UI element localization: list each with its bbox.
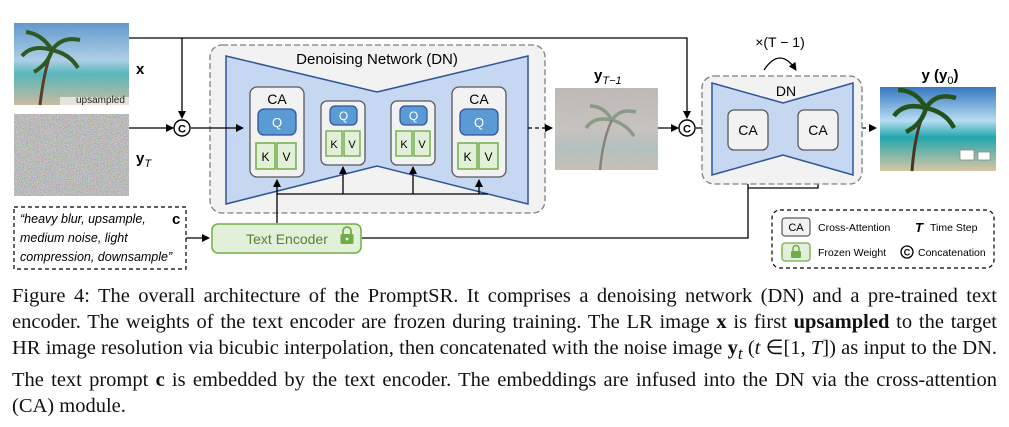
ca-label: CA xyxy=(267,91,287,107)
legend-concatenation: Concatenation xyxy=(918,247,986,259)
prompt-line-1: “heavy blur, upsample, xyxy=(20,212,146,226)
y-T-minus-1-label: yT−1 xyxy=(594,67,622,87)
legend-t-symbol: T xyxy=(915,220,924,235)
upsampled-label: upsampled xyxy=(76,95,125,106)
k-label: K xyxy=(463,150,471,164)
loop-label: ×(T − 1) xyxy=(755,34,805,50)
q-label: Q xyxy=(474,115,484,130)
legend-frozen-weight: Frozen Weight xyxy=(818,247,886,259)
lock-icon xyxy=(791,244,801,258)
text-encoder-label: Text Encoder xyxy=(246,231,328,247)
ca-block-left: CA Q K V xyxy=(249,86,305,178)
ca-label: CA xyxy=(738,122,758,138)
legend: CA Cross-Attention T Time Step Frozen We… xyxy=(771,209,995,269)
figure-caption: Figure 4: The overall architecture of th… xyxy=(12,285,998,418)
prompt-c-label: c xyxy=(172,211,180,228)
legend-ca-symbol: CA xyxy=(788,222,804,234)
v-label: V xyxy=(484,150,492,164)
output-label: y (y0) xyxy=(922,67,959,87)
ca-block-inner-left: Q K V xyxy=(320,100,366,166)
output-hr-image xyxy=(880,87,996,172)
noisy-intermediate-image xyxy=(555,88,658,171)
text-encoder-block: Text Encoder xyxy=(211,223,362,254)
legend-time-step: Time Step xyxy=(930,222,978,234)
q-label: Q xyxy=(272,115,282,130)
ca-label: CA xyxy=(469,91,489,107)
dn-title: Denoising Network (DN) xyxy=(296,51,458,68)
v-label: V xyxy=(418,139,426,151)
x-label: x xyxy=(136,61,145,78)
small-dn-panel: DN CA CA xyxy=(701,75,863,185)
svg-text:C: C xyxy=(178,124,186,136)
loop-indicator: ×(T − 1) xyxy=(755,34,805,71)
upsampled-lr-image: upsampled xyxy=(14,23,129,106)
prompt-line-3: compression, downsample” xyxy=(20,250,173,264)
ca-label: CA xyxy=(808,122,828,138)
q-label: Q xyxy=(409,109,418,123)
concat-node-1: C xyxy=(173,119,191,137)
v-label: V xyxy=(348,139,356,151)
noise-image-yT xyxy=(14,114,129,196)
legend-concat-symbol: C xyxy=(904,248,911,258)
text-prompt-box: “heavy blur, upsample, medium noise, lig… xyxy=(13,206,187,270)
svg-text:C: C xyxy=(683,124,691,136)
ca-block-inner-right: Q K V xyxy=(390,100,436,166)
q-label: Q xyxy=(339,109,348,123)
concat-node-2: C xyxy=(678,119,696,137)
small-dn-label: DN xyxy=(776,83,796,99)
v-label: V xyxy=(282,150,290,164)
lock-icon xyxy=(340,226,354,244)
prompt-line-2: medium noise, light xyxy=(20,231,128,245)
ca-block-right: CA Q K V xyxy=(451,86,507,178)
k-label: K xyxy=(330,139,338,151)
k-label: K xyxy=(261,150,269,164)
k-label: K xyxy=(400,139,408,151)
yT-label: yT xyxy=(136,150,152,170)
legend-cross-attention: Cross-Attention xyxy=(818,222,891,234)
